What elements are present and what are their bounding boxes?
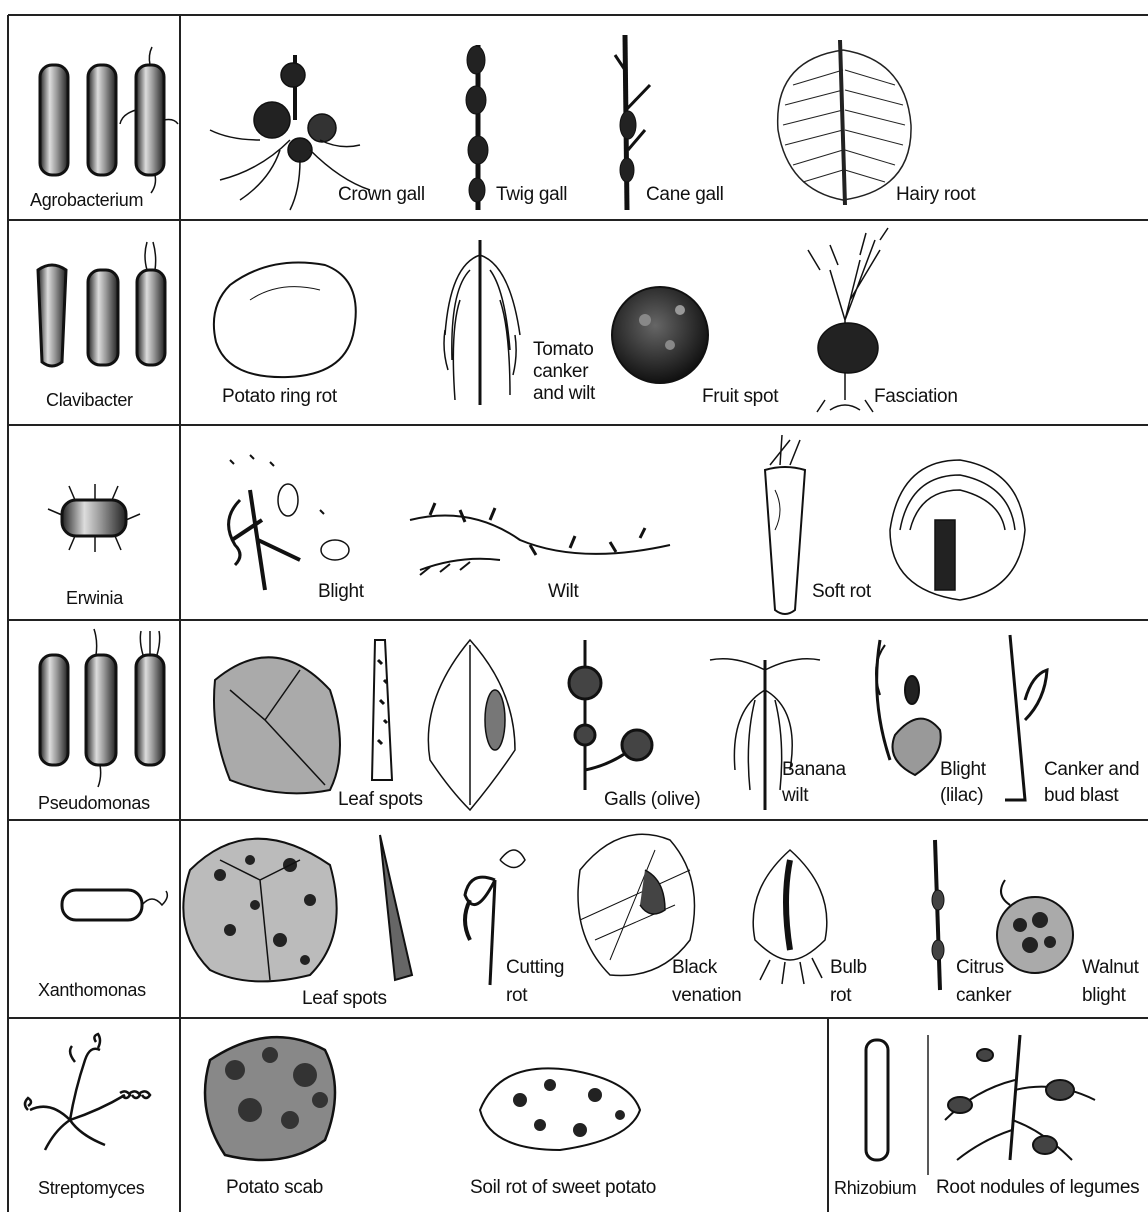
disease-label-cane-gall: Cane gall bbox=[646, 183, 724, 207]
leaf-spots-xanthomonas-illustration bbox=[183, 839, 336, 982]
disease-label-potato-ring-rot: Potato ring rot bbox=[222, 385, 337, 409]
blight-lilac-illustration bbox=[876, 640, 941, 775]
table-grid bbox=[8, 15, 1148, 1212]
disease-label-galls-olive: Galls (olive) bbox=[604, 788, 700, 812]
bulb-rot-illustration bbox=[753, 850, 827, 984]
disease-label-blight: Blight bbox=[318, 580, 364, 604]
organism-label-agrobacterium: Agrobacterium bbox=[30, 188, 143, 212]
twig-gall-illustration bbox=[466, 45, 488, 210]
cane-gall-illustration bbox=[615, 35, 650, 210]
leaf-spot-maple-illustration bbox=[214, 657, 340, 793]
soft-rot-carrot-illustration bbox=[765, 435, 805, 614]
disease-label-twig-gall: Twig gall bbox=[496, 183, 567, 207]
disease-label-black-venation: Black venation bbox=[672, 954, 741, 1010]
pseudomonas-cell-icon bbox=[40, 629, 164, 787]
organism-label-rhizobium: Rhizobium bbox=[834, 1176, 916, 1200]
disease-label-leaf-spots: Leaf spots bbox=[338, 788, 423, 812]
disease-label-tomato-canker: Tomato canker and wilt bbox=[533, 339, 595, 405]
soil-rot-sweet-potato-illustration bbox=[480, 1068, 640, 1150]
citrus-canker-illustration bbox=[932, 840, 944, 990]
disease-label-soft-rot: Soft rot bbox=[812, 580, 871, 604]
galls-olive-illustration bbox=[569, 640, 652, 790]
canker-bud-blast-illustration bbox=[1005, 635, 1047, 800]
disease-label-canker-bud-blast: Canker and bud blast bbox=[1044, 757, 1139, 809]
clavibacter-cell-icon bbox=[38, 242, 165, 366]
disease-label-hairy-root: Hairy root bbox=[896, 183, 975, 207]
disease-label-leaf-spots-x: Leaf spots bbox=[302, 987, 387, 1011]
erwinia-cell-icon bbox=[48, 484, 140, 552]
streptomyces-hyphae-icon bbox=[25, 1034, 150, 1150]
potato-ring-rot-illustration bbox=[214, 263, 356, 378]
disease-label-cutting-rot: Cutting rot bbox=[506, 954, 564, 1010]
leaf-spot-grass-illustration bbox=[372, 640, 392, 780]
organism-label-streptomyces: Streptomyces bbox=[38, 1176, 144, 1200]
disease-label-soil-rot-sweet-potato: Soil rot of sweet potato bbox=[470, 1176, 656, 1200]
leaf-spots-grass-xanthomonas-illustration bbox=[380, 835, 412, 980]
disease-label-crown-gall: Crown gall bbox=[338, 183, 425, 207]
fruit-spot-illustration bbox=[612, 287, 708, 383]
disease-label-citrus-canker: Citrus canker bbox=[956, 954, 1011, 1010]
disease-label-banana-wilt: Banana wilt bbox=[782, 757, 846, 809]
disease-label-wilt: Wilt bbox=[548, 580, 578, 604]
leaf-spot-pointed-illustration bbox=[428, 640, 515, 810]
soft-rot-cabbage-illustration bbox=[890, 460, 1025, 600]
disease-label-potato-scab: Potato scab bbox=[226, 1176, 323, 1200]
xanthomonas-cell-icon bbox=[62, 890, 167, 920]
rhizobium-cell-icon bbox=[866, 1040, 888, 1160]
organism-label-clavibacter: Clavibacter bbox=[46, 388, 133, 412]
hairy-root-illustration bbox=[778, 40, 911, 205]
disease-label-walnut-blight: Walnut blight bbox=[1082, 954, 1139, 1010]
organism-label-pseudomonas: Pseudomonas bbox=[38, 791, 150, 815]
blight-illustration bbox=[229, 455, 349, 590]
wilt-illustration bbox=[410, 503, 670, 575]
disease-label-fasciation: Fasciation bbox=[874, 385, 958, 409]
organism-label-erwinia: Erwinia bbox=[66, 586, 123, 610]
potato-scab-illustration bbox=[205, 1037, 335, 1160]
tomato-canker-illustration bbox=[444, 240, 520, 405]
disease-label-blight-lilac: Blight (lilac) bbox=[940, 757, 986, 809]
disease-label-bulb-rot: Bulb rot bbox=[830, 954, 867, 1010]
agrobacterium-cell-icon bbox=[40, 47, 178, 193]
organism-label-xanthomonas: Xanthomonas bbox=[38, 978, 146, 1002]
disease-label-fruit-spot: Fruit spot bbox=[702, 385, 778, 409]
root-nodules-illustration bbox=[945, 1035, 1095, 1160]
disease-label-root-nodules: Root nodules of legumes bbox=[936, 1176, 1139, 1200]
